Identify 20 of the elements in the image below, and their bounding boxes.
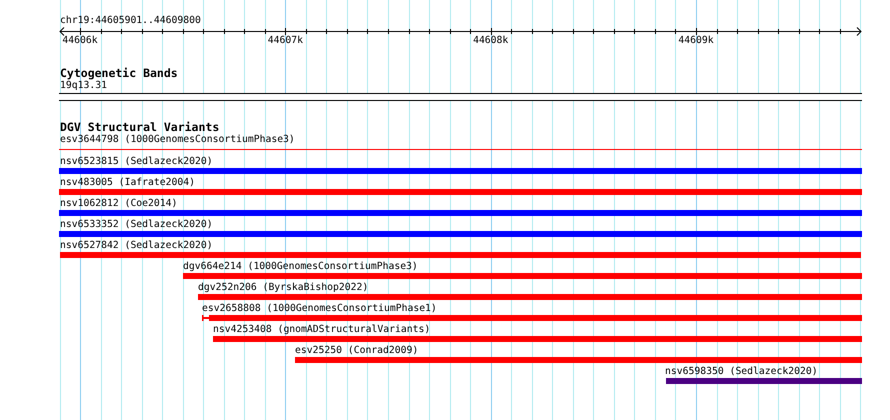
locus-label: chr19:44605901..44609800 [60, 15, 201, 27]
variant-label: nsv6523815 (Sedlazeck2020) [60, 156, 213, 168]
variant-label: dgv664e214 (1000GenomesConsortiumPhase3) [183, 260, 418, 272]
variant-label: esv2658808 (1000GenomesConsortiumPhase1) [202, 302, 437, 314]
tick-label: 44609k [678, 35, 714, 47]
variant-label: dgv252n206 (ByrskaBishop2022) [198, 282, 368, 294]
band-label: 19q13.31 [60, 80, 107, 92]
track-title: Cytogenetic Bands [60, 67, 178, 80]
variant-label: nsv1062812 (Coe2014) [60, 198, 178, 210]
tick-label: 44606k [62, 35, 98, 47]
variant-label: esv25250 (Conrad2009) [295, 344, 418, 356]
tick-label: 44608k [473, 35, 508, 47]
variant-label: nsv483005 (Iafrate2004) [60, 176, 196, 188]
variant-label: nsv6598350 (Sedlazeck2020) [665, 366, 818, 378]
track-title: DGV Structural Variants [60, 121, 220, 134]
variant-label: nsv6527842 (Sedlazeck2020) [60, 240, 213, 252]
variant-label: esv3644798 (1000GenomesConsortiumPhase3) [60, 134, 295, 146]
variant-label: nsv6533352 (Sedlazeck2020) [60, 218, 213, 230]
variant-label: nsv4253408 (gnomADStructuralVariants) [213, 324, 430, 336]
tick-label: 44607k [268, 35, 303, 47]
